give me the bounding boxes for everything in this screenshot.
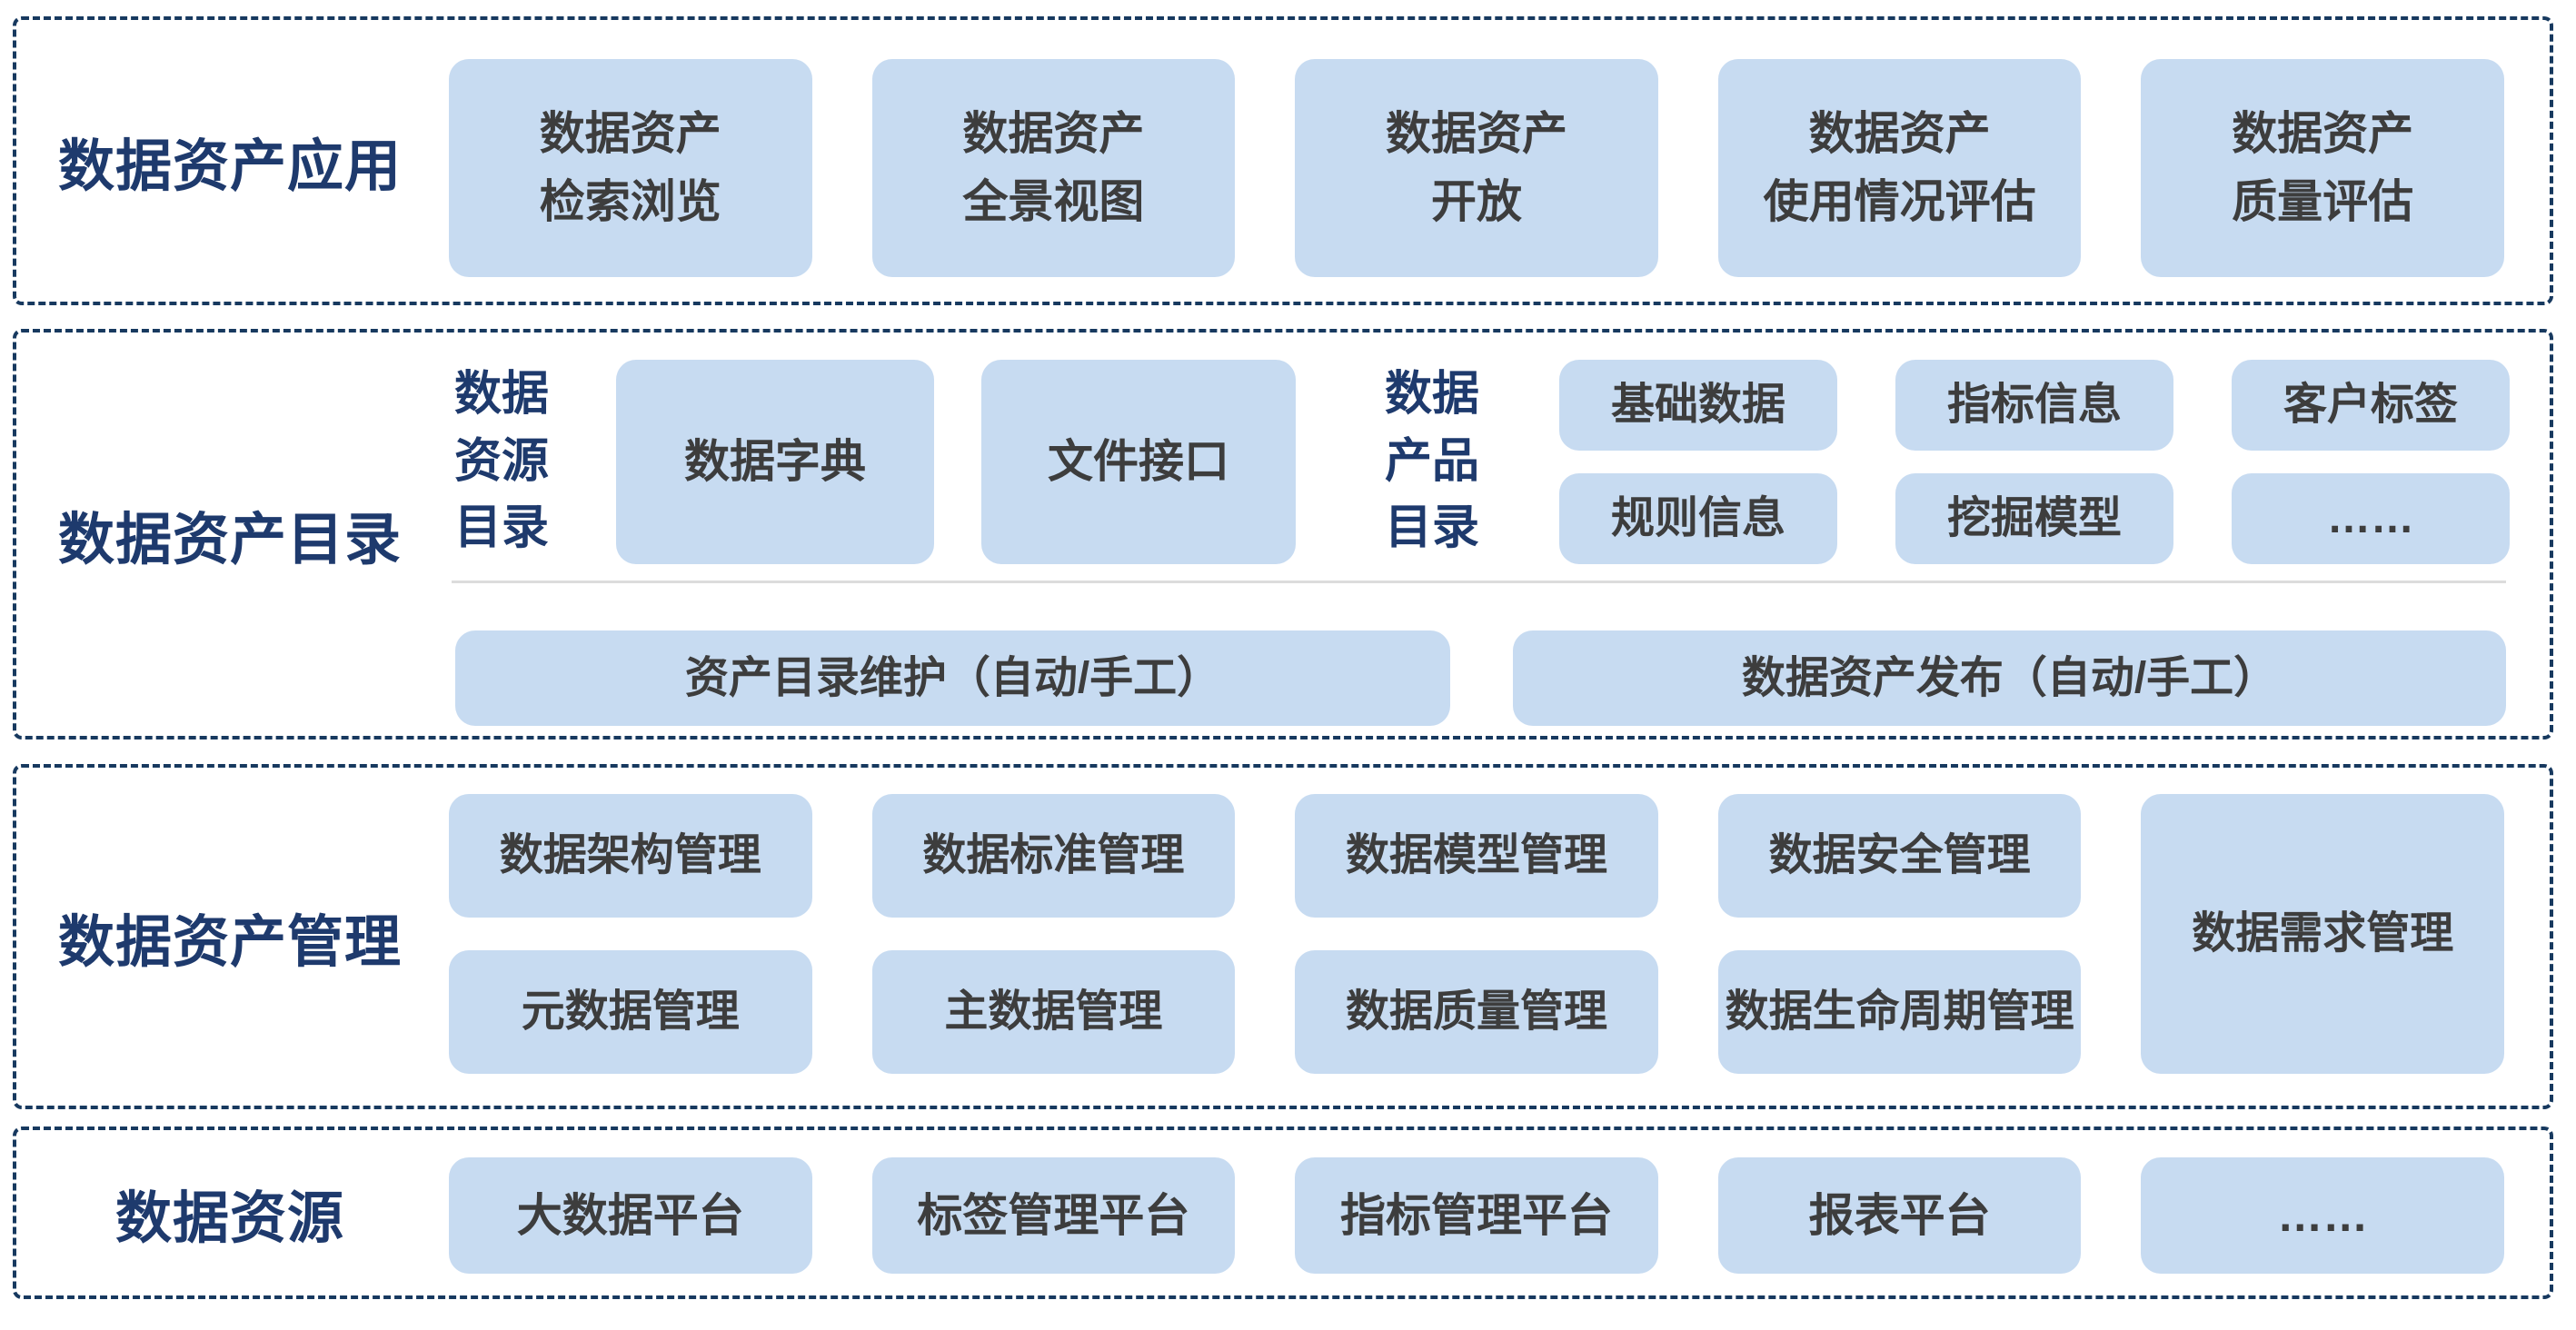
section-label-catalog: 数据资产目录 bbox=[57, 509, 402, 571]
box-asset-open: 数据资产 开放 bbox=[1295, 59, 1658, 277]
box-asset-publish: 数据资产发布（自动/手工） bbox=[1513, 630, 2506, 726]
product-catalog-grid: 基础数据 指标信息 客户标签 规则信息 挖掘模型 …… bbox=[1559, 360, 2510, 564]
box-basic-data: 基础数据 bbox=[1559, 360, 1837, 451]
box-rule-info: 规则信息 bbox=[1559, 473, 1837, 564]
box-resource-ellipsis: …… bbox=[2141, 1157, 2504, 1274]
section-data-asset-catalog: 数据资产目录 数据 资源 目录 数据字典 文件接口 数据 产品 目录 基础数据 … bbox=[13, 329, 2553, 739]
box-data-standard-mgmt: 数据标准管理 bbox=[871, 794, 1236, 918]
box-data-dictionary: 数据字典 bbox=[616, 360, 934, 564]
box-tag-mgmt-platform: 标签管理平台 bbox=[871, 1157, 1236, 1274]
box-master-data-mgmt: 主数据管理 bbox=[871, 950, 1236, 1074]
box-mining-model: 挖掘模型 bbox=[1895, 473, 2173, 564]
box-asset-usage-evaluation: 数据资产 使用情况评估 bbox=[1717, 59, 2082, 277]
box-bigdata-platform: 大数据平台 bbox=[449, 1157, 812, 1274]
section-data-asset-application: 数据资产应用 数据资产 检索浏览 数据资产 全景视图 数据资产 开放 数据资产 … bbox=[13, 16, 2553, 305]
box-catalog-maintenance: 资产目录维护（自动/手工） bbox=[455, 630, 1450, 726]
box-data-model-mgmt: 数据模型管理 bbox=[1295, 794, 1658, 918]
section-label-application: 数据资产应用 bbox=[57, 135, 402, 198]
resource-catalog-label: 数据 资源 目录 bbox=[453, 367, 549, 555]
box-customer-tag: 客户标签 bbox=[2232, 360, 2510, 451]
section-data-resource: 数据资源 大数据平台 标签管理平台 指标管理平台 报表平台 …… bbox=[13, 1127, 2553, 1299]
product-catalog-label: 数据 产品 目录 bbox=[1384, 367, 1479, 555]
box-product-ellipsis: …… bbox=[2232, 473, 2510, 564]
section-label-management: 数据资产管理 bbox=[57, 911, 402, 974]
section-data-asset-management: 数据资产管理 数据架构管理 数据标准管理 数据模型管理 数据安全管理 数据需求管… bbox=[13, 764, 2553, 1109]
box-asset-quality-evaluation: 数据资产 质量评估 bbox=[2141, 59, 2504, 277]
box-data-lifecycle-mgmt: 数据生命周期管理 bbox=[1717, 950, 2082, 1074]
management-box-grid: 数据架构管理 数据标准管理 数据模型管理 数据安全管理 数据需求管理 元数据管理… bbox=[449, 794, 2504, 1074]
resource-box-row: 大数据平台 标签管理平台 指标管理平台 报表平台 …… bbox=[449, 1157, 2504, 1274]
box-indicator-info: 指标信息 bbox=[1895, 360, 2173, 451]
box-data-demand-mgmt: 数据需求管理 bbox=[2141, 794, 2504, 1074]
box-data-security-mgmt: 数据安全管理 bbox=[1717, 794, 2082, 918]
box-data-quality-mgmt: 数据质量管理 bbox=[1295, 950, 1658, 1074]
box-file-interface: 文件接口 bbox=[981, 360, 1296, 564]
section-label-resource: 数据资源 bbox=[114, 1187, 344, 1250]
divider-line bbox=[452, 581, 2506, 583]
application-box-row: 数据资产 检索浏览 数据资产 全景视图 数据资产 开放 数据资产 使用情况评估 … bbox=[449, 59, 2504, 277]
box-report-platform: 报表平台 bbox=[1717, 1157, 2082, 1274]
box-asset-panorama-view: 数据资产 全景视图 bbox=[871, 59, 1236, 277]
box-asset-search-browse: 数据资产 检索浏览 bbox=[449, 59, 812, 277]
box-indicator-mgmt-platform: 指标管理平台 bbox=[1295, 1157, 1658, 1274]
box-metadata-mgmt: 元数据管理 bbox=[449, 950, 812, 1074]
box-data-architecture-mgmt: 数据架构管理 bbox=[449, 794, 812, 918]
